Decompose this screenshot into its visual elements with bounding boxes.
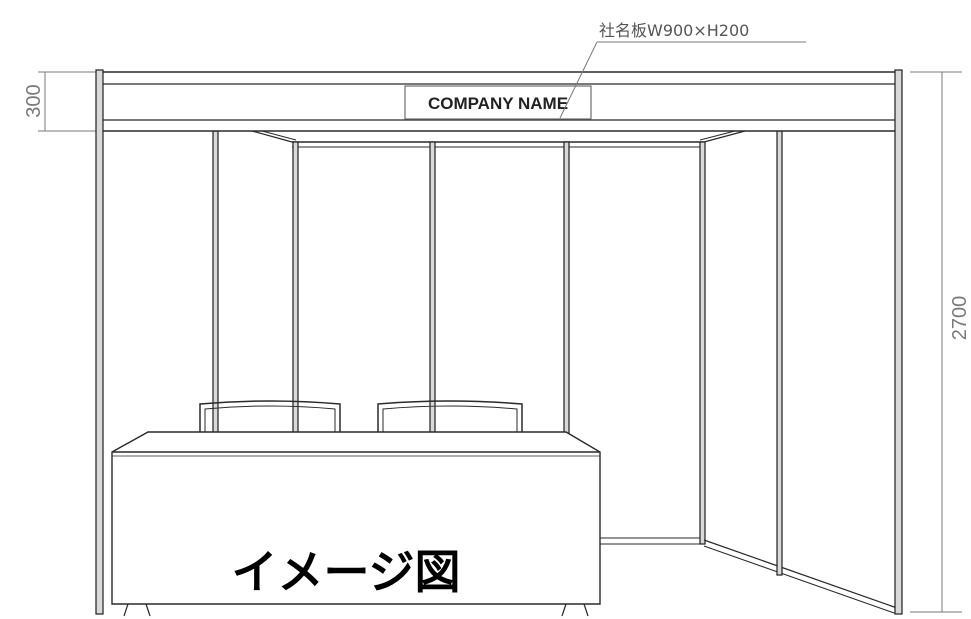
dimension-2700: 2700: [910, 71, 971, 613]
dim-2700-label: 2700: [949, 296, 971, 341]
fascia-callout: 社名板W900×H200: [559, 21, 806, 119]
company-name-plate: COMPANY NAME: [404, 85, 592, 120]
caption-label: イメージ図: [231, 545, 460, 599]
back-post-2: [429, 141, 436, 443]
back-post-1: [292, 141, 299, 443]
chair-left: [199, 400, 341, 432]
reception-table: [111, 431, 601, 617]
back-post-4: [699, 141, 706, 545]
dim-300-label: 300: [23, 84, 45, 117]
company-name-label: COMPANY NAME: [428, 94, 568, 113]
dimension-300: 300: [23, 71, 100, 132]
back-wall: [292, 141, 706, 545]
right-side-wall: [699, 130, 898, 615]
right-mid-post: [776, 130, 783, 576]
chair-right: [377, 400, 523, 432]
back-post-3: [563, 141, 570, 443]
fascia-note-label: 社名板W900×H200: [599, 21, 749, 40]
front-left-post: [95, 69, 104, 615]
front-right-post: [894, 69, 903, 615]
left-side-wall: [212, 130, 297, 443]
left-mid-post: [212, 130, 219, 443]
